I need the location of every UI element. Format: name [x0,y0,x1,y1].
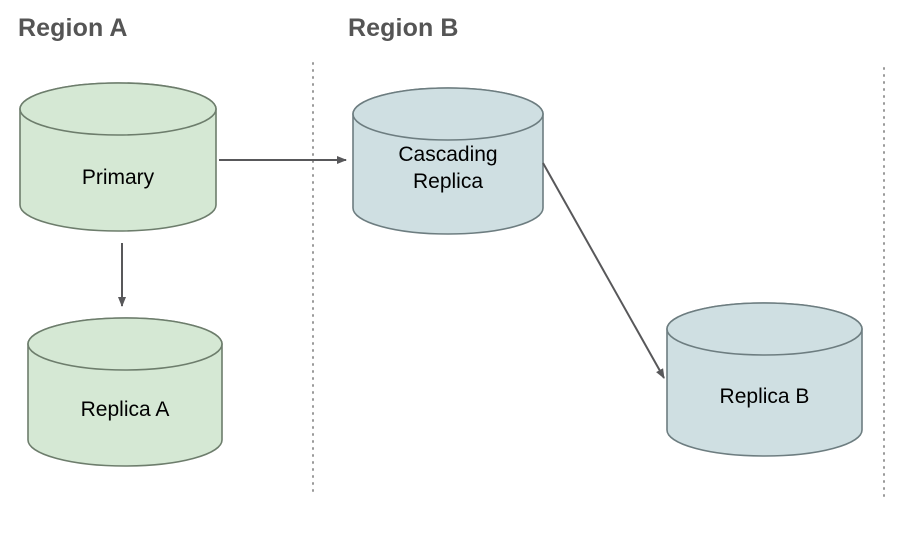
replication-edges [118,156,665,379]
edge-cascading-to-replica-b [542,162,665,379]
region-label-region-b: Region B [348,14,459,42]
cylinder-top [666,302,863,356]
cylinder-top [27,317,223,371]
node-replica-a[interactable] [27,317,223,467]
node-replica-b[interactable] [666,302,863,457]
region-dividers [312,62,885,501]
region-label-region-a: Region A [18,14,128,42]
cylinder-top [352,87,544,141]
node-shapes [19,82,863,467]
cylinder-top [19,82,217,136]
node-primary[interactable] [19,82,217,232]
node-cascading-replica[interactable] [352,87,544,235]
